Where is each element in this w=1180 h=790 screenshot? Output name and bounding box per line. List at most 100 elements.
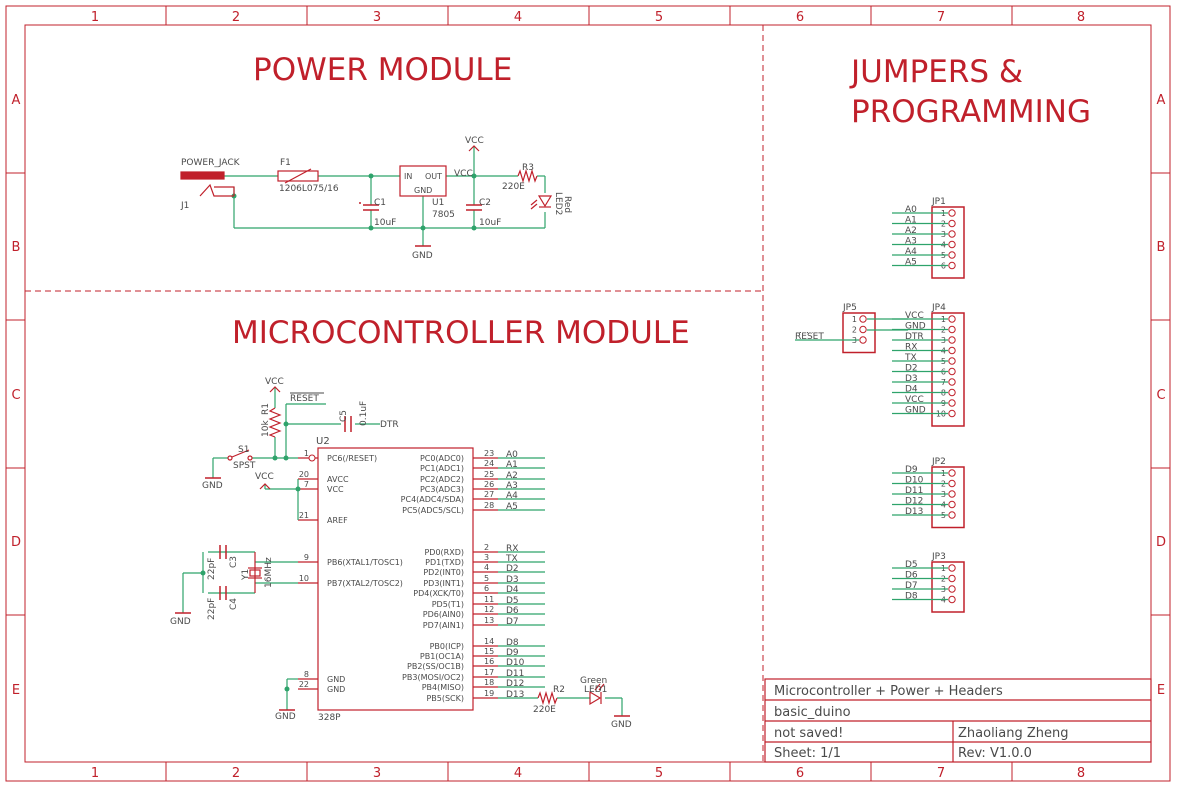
- u2-pin-name: PC4(ADC4/SDA): [401, 495, 464, 504]
- col-label-top: 5: [655, 10, 663, 25]
- u2-pin-number: 21: [299, 511, 309, 520]
- u2-pin-number: 18: [484, 678, 494, 687]
- u2-pin-number: 12: [484, 605, 494, 614]
- header-name: JP5: [842, 303, 857, 313]
- u2-pin-number: 25: [484, 470, 494, 479]
- r1-label: R1: [261, 403, 271, 415]
- header-name: JP3: [931, 552, 946, 562]
- power-module: POWER_JACK J1 F1 1206L075/16 C1 10uF IN …: [180, 136, 572, 261]
- header-pin-icon: [948, 346, 956, 355]
- header-body: [931, 466, 965, 529]
- net-label: A3: [506, 481, 518, 491]
- header-jp5: JP5123RESET: [795, 303, 908, 354]
- net-label: D8: [506, 638, 519, 648]
- net-label: TX: [904, 353, 917, 363]
- col-label-top: 3: [373, 10, 381, 25]
- capacitor-c3-symbol: [219, 545, 227, 559]
- header-pin-icon: [948, 336, 956, 344]
- col-label-bottom: 8: [1077, 766, 1085, 781]
- c4-value: 22pF: [207, 598, 217, 620]
- u2-pin-number: 27: [484, 490, 494, 499]
- header-pin-icon: [948, 564, 956, 572]
- jumpers-section: JP11A02A13A24A35A46A5 JP41VCC2GND3DTR4RX…: [795, 197, 965, 613]
- net-label: DTR: [905, 332, 924, 342]
- net-label: GND: [905, 406, 926, 416]
- led2-symbol: [530, 195, 553, 210]
- net-label: D4: [905, 385, 918, 395]
- led1-symbol: [589, 683, 605, 706]
- title-block-author: Zhaoliang Zheng: [958, 726, 1069, 741]
- resistor-r2-symbol: [537, 690, 558, 706]
- c3-label: C3: [229, 556, 239, 568]
- u2-pin-name: PB7(XTAL2/TOSC2): [327, 579, 403, 588]
- u2-pin-name: PB2(SS/OC1B): [407, 662, 464, 671]
- r3-label: R3: [522, 163, 534, 173]
- u2-pin-number: 24: [484, 459, 494, 468]
- regulator-u1-body: [399, 165, 447, 197]
- header-body: [931, 206, 965, 279]
- header-name: JP4: [931, 303, 946, 313]
- header-pin-icon: [948, 367, 956, 376]
- header-pin-icon: [948, 490, 956, 498]
- power-module-title: POWER MODULE: [253, 52, 512, 88]
- net-label: D11: [905, 486, 923, 496]
- row-label-left: D: [11, 535, 21, 550]
- u2-pins: 1PC6(/RESET)20AVCC7VCC21AREF9PB6(XTAL1/T…: [298, 449, 545, 703]
- net-label: RX: [905, 343, 917, 353]
- header-pin-icon: [859, 336, 867, 344]
- c3-value: 22pF: [207, 558, 217, 580]
- u2-pin-number: 6: [484, 584, 489, 593]
- f1-value: 1206L075/16: [279, 184, 339, 194]
- u2-pin-name: AVCC: [327, 475, 349, 484]
- power-gnd-label: GND: [412, 251, 433, 261]
- row-label-left: B: [12, 240, 21, 255]
- led1-label: LED1: [584, 685, 607, 695]
- net-label: D3: [506, 575, 519, 585]
- net-label: D9: [506, 648, 519, 658]
- header-pin-icon: [948, 240, 956, 249]
- header-name: JP2: [931, 457, 946, 467]
- col-label-bottom: 1: [91, 766, 99, 781]
- net-label: D7: [905, 581, 918, 591]
- net-label: D8: [905, 592, 918, 602]
- net-label: D12: [905, 497, 923, 507]
- net-label: D9: [905, 465, 918, 475]
- gnd-led-label: GND: [611, 720, 632, 730]
- u1-label: U1: [432, 198, 444, 208]
- net-label: D3: [905, 374, 918, 384]
- u2-pin-name: PD4(XCK/T0): [413, 589, 464, 598]
- r2-label: R2: [553, 685, 565, 695]
- net-label: A3: [905, 237, 917, 247]
- u1-in-label: IN: [404, 172, 412, 181]
- u2-pin-number: 26: [484, 480, 494, 489]
- header-pin-icon: [948, 378, 956, 386]
- net-label: TX: [505, 554, 518, 564]
- c2-label: C2: [479, 198, 491, 208]
- u2-pin-number: 19: [484, 689, 494, 698]
- net-label: D13: [506, 690, 524, 700]
- net-label: D4: [506, 585, 519, 595]
- row-label-right: E: [1157, 683, 1165, 698]
- net-label: RX: [506, 544, 518, 554]
- u2-pin-name: PD0(RXD): [424, 548, 464, 557]
- u2-pin-number: 8: [304, 670, 309, 679]
- u2-pin-name: VCC: [327, 485, 344, 494]
- c1-label: C1: [374, 198, 386, 208]
- resistor-r3-symbol: [517, 168, 538, 184]
- u2-pin-number: 3: [484, 553, 489, 562]
- dtr-label: DTR: [380, 420, 399, 430]
- header-pin-icon: [948, 315, 956, 323]
- u2-pin-number: 10: [299, 574, 309, 583]
- jumpers-title-line1: JUMPERS &: [849, 54, 1023, 90]
- vcc-arrow-icon: [259, 483, 271, 490]
- net-label: D10: [905, 476, 924, 486]
- header-name: JP1: [931, 197, 946, 207]
- net-label: VCC: [905, 311, 924, 321]
- header-pin-icon: [948, 325, 956, 334]
- u2-pin-name: PB3(MOSI/OC2): [402, 673, 464, 682]
- u2-pin-number: 13: [484, 616, 494, 625]
- c4-label: C4: [229, 598, 239, 610]
- section-titles: POWER MODULE JUMPERS & PROGRAMMING MICRO…: [232, 52, 1091, 351]
- y1-label: Y1: [241, 569, 251, 581]
- u2-pin-name: PC1(ADC1): [420, 464, 464, 473]
